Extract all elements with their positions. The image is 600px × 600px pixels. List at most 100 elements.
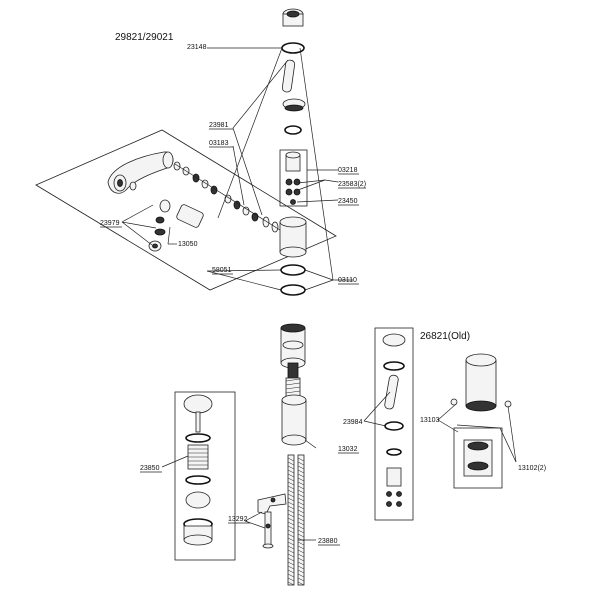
- hose-braid-stroke: [297, 517, 305, 522]
- handle-lever: [281, 59, 296, 93]
- hose-braid-stroke: [287, 549, 295, 554]
- hose-braid-stroke: [297, 505, 305, 510]
- part-label-23148: 23148: [187, 44, 207, 51]
- part-label-23850: 23850: [140, 465, 160, 472]
- hose-braid-stroke: [287, 553, 295, 558]
- spray-head-parts: [148, 199, 204, 252]
- mounting-sleeve: [281, 394, 307, 446]
- part-label-58051: 58051: [212, 267, 232, 274]
- part-label-23583: 23583(2): [338, 181, 366, 188]
- hose-braid-stroke: [297, 465, 305, 470]
- hose-braid-stroke: [287, 509, 295, 514]
- part-label-23880: 23880: [318, 538, 338, 545]
- hose-braid-stroke: [287, 473, 295, 478]
- part-label-23450: 23450: [338, 198, 358, 205]
- hose-braid-stroke: [287, 545, 295, 550]
- part-number-labels: 23148 23981 03183 03218 23583(2) 23450 2…: [100, 44, 546, 545]
- o-ring-small: [284, 125, 302, 135]
- mounting-bracket: [257, 493, 287, 549]
- hose-braid-stroke: [297, 481, 305, 486]
- hose-braid-stroke: [287, 569, 295, 574]
- spout-seal-rings: [173, 161, 281, 233]
- hose-braid-stroke: [287, 469, 295, 474]
- cartridge-top-cap: [282, 8, 304, 27]
- hose-braid-stroke: [287, 533, 295, 538]
- faucet-body: [279, 216, 307, 258]
- hose-braid-stroke: [297, 553, 305, 558]
- bonnet-nut-base: [284, 104, 304, 112]
- cartridge-parts: [285, 151, 301, 205]
- hose-braid-stroke: [297, 565, 305, 570]
- part-label-03110: 03110: [338, 277, 357, 284]
- hose-braid-stroke: [287, 561, 295, 566]
- hose-braid-stroke: [297, 485, 305, 490]
- base-o-ring-lower: [280, 284, 306, 296]
- hose-braid-stroke: [297, 469, 305, 474]
- hose-braid-stroke: [297, 537, 305, 542]
- hose-braid-stroke: [297, 569, 305, 574]
- hose-braid-stroke: [297, 561, 305, 566]
- hose-braid-stroke: [297, 477, 305, 482]
- part-label-23981: 23981: [209, 122, 229, 129]
- hose-braid-stroke: [297, 525, 305, 530]
- hose-braid-stroke: [287, 489, 295, 494]
- threaded-shank: [285, 377, 301, 397]
- hose-braid-stroke: [287, 557, 295, 562]
- drain-parts: [183, 394, 213, 546]
- hose-braid-stroke: [297, 529, 305, 534]
- hose-braid-stroke: [297, 457, 305, 462]
- hose-braid-stroke: [297, 573, 305, 578]
- part-label-13050: 13050: [178, 241, 198, 248]
- hose-braid-stroke: [287, 525, 295, 530]
- drain-assembly-box: [174, 391, 236, 561]
- hose-braid-stroke: [297, 513, 305, 518]
- hose-braid-stroke: [297, 493, 305, 498]
- hose-braid-stroke: [287, 537, 295, 542]
- mounting-base: [280, 323, 306, 380]
- hose-braid-stroke: [297, 521, 305, 526]
- part-label-23979: 23979: [100, 220, 120, 227]
- hose-braid-stroke: [297, 577, 305, 582]
- hose-braid-stroke: [287, 573, 295, 578]
- hose-braid-stroke: [297, 461, 305, 466]
- hose-braid-stroke: [297, 501, 305, 506]
- label-underlines: [100, 128, 366, 546]
- hose-braid-stroke: [297, 509, 305, 514]
- hose-braid-stroke: [287, 481, 295, 486]
- hose-braid-stroke: [287, 485, 295, 490]
- hose-braid-stroke: [287, 477, 295, 482]
- hose-braid-stroke: [297, 581, 305, 586]
- old-model-title: 26821(Old): [420, 331, 470, 342]
- spout-assembly-box: [35, 129, 337, 291]
- hose-braid-stroke: [297, 549, 305, 554]
- hose-braid-stroke: [287, 577, 295, 582]
- leader-lines: [121, 47, 517, 541]
- hose-braid-stroke: [287, 521, 295, 526]
- hose-braid-stroke: [287, 565, 295, 570]
- hose-braid-stroke: [287, 517, 295, 522]
- hose-braid-stroke: [287, 465, 295, 470]
- hose-braid-stroke: [297, 533, 305, 538]
- hose-braid-stroke: [287, 461, 295, 466]
- old-model-valve-box: [453, 427, 503, 489]
- cartridge-detail-box: [374, 327, 414, 521]
- old-model-body: [450, 353, 512, 412]
- hose-braid-stroke: [287, 457, 295, 462]
- base-o-ring-upper: [280, 264, 306, 276]
- part-label-03218: 03218: [338, 167, 358, 174]
- hose-braid-stroke: [287, 513, 295, 518]
- part-label-13292: 13292: [228, 516, 248, 523]
- hose-braid-stroke: [287, 501, 295, 506]
- part-label-13032: 13032: [338, 446, 358, 453]
- hose-braid-stroke: [297, 489, 305, 494]
- part-label-03183: 03183: [209, 140, 229, 147]
- supply-hoses: [287, 454, 305, 586]
- part-label-13103: 13103: [420, 417, 440, 424]
- hose-braid-stroke: [287, 497, 295, 502]
- part-label-23984: 23984: [343, 419, 363, 426]
- hose-braid-stroke: [287, 505, 295, 510]
- hose-braid-stroke: [287, 529, 295, 534]
- hose-braid-stroke: [287, 493, 295, 498]
- hose-braid-stroke: [297, 545, 305, 550]
